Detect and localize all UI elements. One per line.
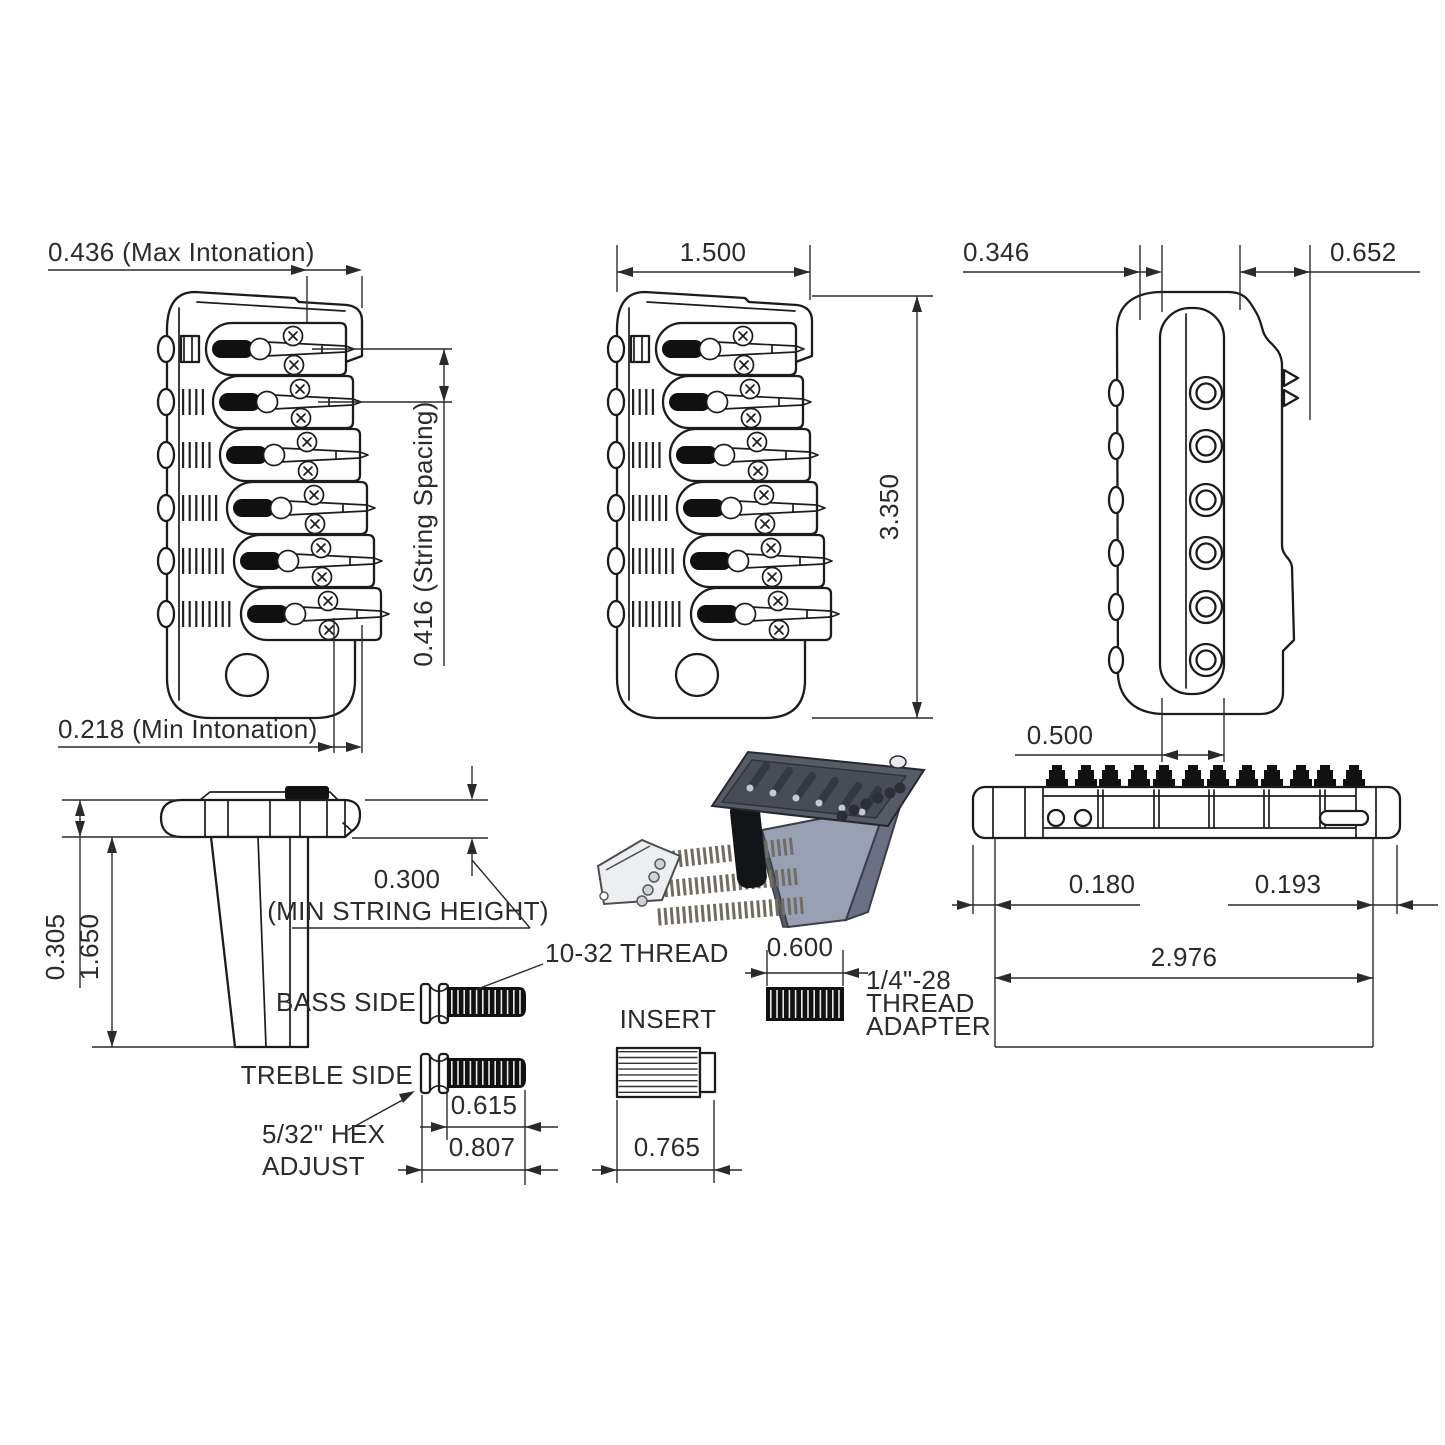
view-front: 0.180 0.193 2.976	[952, 765, 1438, 1048]
dim-total-length-label: 3.350	[874, 474, 904, 541]
dim-front-offset-left-label: 0.180	[1069, 869, 1136, 899]
string-holes	[1188, 375, 1224, 678]
dim-adapter-length: 0.600	[745, 932, 868, 986]
dim-side-slot-label: 0.500	[1027, 720, 1094, 750]
thread-label: 10-32 THREAD	[545, 938, 729, 968]
dim-min-intonation-label: 0.218 (Min Intonation)	[58, 714, 318, 744]
adapter-label-line3: ADAPTER	[866, 1011, 991, 1041]
sustain-block	[209, 835, 310, 1049]
dim-string-spacing: 0.416 (String Spacing)	[312, 348, 452, 667]
bass-side-stud: BASS SIDE	[276, 982, 526, 1025]
spring-claw	[596, 838, 682, 907]
dim-top-width-label: 1.500	[680, 237, 747, 267]
dim-plate-thickness: 0.305	[40, 799, 178, 988]
dim-total-length: 3.350	[812, 295, 933, 719]
thread-adapter: 0.600 1/4"-28 THREAD ADAPTER	[745, 932, 991, 1041]
dim-side-slot: 0.500	[1015, 698, 1225, 762]
view-side-profile: 0.346 0.652 0.500	[963, 237, 1420, 762]
dim-max-intonation: 0.436 (Max Intonation)	[48, 237, 363, 322]
dim-block-length-label: 1.650	[74, 914, 104, 981]
adapter-label-line2: THREAD	[866, 988, 975, 1018]
thread-callout: 10-32 THREAD	[474, 938, 729, 991]
dim-min-string-height-value: 0.300	[374, 864, 441, 894]
hex-adjust-line2: ADJUST	[262, 1151, 365, 1181]
dim-front-width-label: 2.976	[1151, 942, 1218, 972]
dim-string-spacing-label: 0.416 (String Spacing)	[408, 401, 438, 666]
bass-side-label: BASS SIDE	[276, 987, 416, 1017]
view-top-middle: 1.500 3.350	[608, 237, 933, 718]
dim-insert-length-label: 0.765	[634, 1132, 701, 1162]
arm-socket	[729, 799, 767, 889]
dim-side-offset-left: 0.346	[963, 237, 1163, 320]
dim-stud-total-label: 0.807	[449, 1132, 516, 1162]
anchor-insert: INSERT 0.765	[592, 1004, 742, 1183]
view-top-left: 0.436 (Max Intonation) 0.218 (Min Intona…	[48, 237, 452, 753]
dim-min-string-height: 0.300 (MIN STRING HEIGHT)	[267, 766, 549, 929]
dim-stud-thread-length: 0.615	[420, 1090, 558, 1185]
dim-min-intonation: 0.218 (Min Intonation)	[58, 618, 363, 753]
treble-side-stud: TREBLE SIDE	[241, 1052, 526, 1095]
view-side-block: 0.305 1.650 0.300 (MIN STRING HEIGHT)	[40, 766, 549, 1049]
dim-side-offset-left-label: 0.346	[963, 237, 1030, 267]
adapter-label-line1: 1/4"-28	[866, 965, 951, 995]
dim-plate-thickness-label: 0.305	[40, 914, 70, 981]
dim-block-length: 1.650	[74, 837, 237, 1048]
saddle-silhouette	[285, 786, 329, 800]
hardware-detail: BASS SIDE 10-32 THREAD TREBLE SIDE 5/32"…	[241, 932, 991, 1185]
hex-adjust-callout: 5/32" HEX ADJUST	[262, 1091, 415, 1181]
dim-front-offset-left: 0.180	[952, 845, 1140, 914]
render-3d-assembly	[596, 750, 926, 929]
dim-front-width: 2.976	[995, 942, 1373, 983]
render-top-plate	[710, 750, 926, 828]
dim-stud-total-length: 0.807	[398, 1095, 558, 1183]
dim-min-string-height-caption: (MIN STRING HEIGHT)	[267, 896, 549, 926]
dim-stud-thread-label: 0.615	[451, 1090, 518, 1120]
dim-front-offset-right-label: 0.193	[1255, 869, 1322, 899]
dim-adapter-length-label: 0.600	[767, 932, 834, 962]
hex-adjust-line1: 5/32" HEX	[262, 1119, 385, 1149]
dim-side-offset-right: 0.652	[1239, 237, 1420, 420]
dim-side-offset-right-label: 0.652	[1330, 237, 1397, 267]
saddle-height-screws	[1046, 765, 1365, 787]
treble-side-label: TREBLE SIDE	[241, 1060, 413, 1090]
dim-insert-length: 0.765	[592, 1100, 742, 1183]
dim-front-offset-right: 0.193	[1228, 845, 1438, 914]
dim-top-width: 1.500	[616, 237, 811, 300]
insert-label: INSERT	[620, 1004, 717, 1034]
dim-max-intonation-label: 0.436 (Max Intonation)	[48, 237, 315, 267]
